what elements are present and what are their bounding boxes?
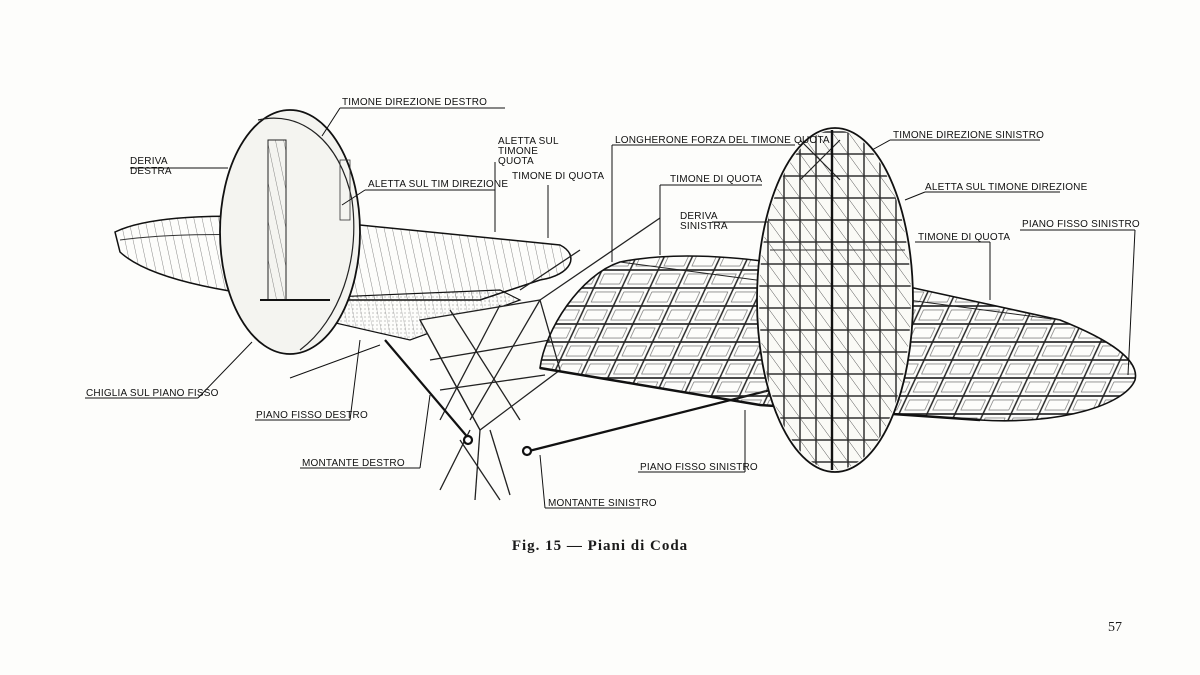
page-number: 57 xyxy=(1108,620,1122,635)
label-montante-sinistro: MONTANTE SINISTRO xyxy=(548,498,657,509)
label-aletta-timone-direzione: ALETTA SUL TIMONE DIREZIONE xyxy=(925,182,1088,193)
figure-caption: Fig. 15 — Piani di Coda xyxy=(0,538,1200,555)
label-piano-fisso-sinistro-1: PIANO FISSO SINISTRO xyxy=(1022,219,1140,230)
left-fin xyxy=(756,127,914,473)
label-aletta-timone-quota: ALETTA SUL TIMONE QUOTA xyxy=(498,136,559,167)
label-chiglia: CHIGLIA SUL PIANO FISSO xyxy=(86,388,219,399)
label-longherone: LONGHERONE FORZA DEL TIMONE QUOTA xyxy=(615,135,830,146)
label-timone-direzione-destro: TIMONE DIREZIONE DESTRO xyxy=(342,97,488,108)
label-timone-di-quota-2: TIMONE DI QUOTA xyxy=(670,174,763,185)
caption-dash: — xyxy=(562,538,588,554)
fuselage-truss xyxy=(418,217,661,501)
label-piano-fisso-destro: PIANO FISSO DESTRO xyxy=(256,410,368,421)
label-deriva-destra: DERIVA DESTRA xyxy=(130,156,172,177)
label-aletta-tim-direzione: ALETTA SUL TIM DIREZIONE xyxy=(368,179,509,190)
label-timone-direzione-sinistro: TIMONE DIREZIONE SINISTRO xyxy=(893,130,1045,141)
caption-fig-number: Fig. 15 xyxy=(511,538,563,554)
label-piano-fisso-sinistro-2: PIANO FISSO SINISTRO xyxy=(640,462,758,473)
leader-lines xyxy=(85,107,1136,509)
right-fin xyxy=(219,109,361,355)
label-deriva-sinistra: DERIVA SINISTRA xyxy=(680,211,728,232)
label-timone-di-quota-3: TIMONE DI QUOTA xyxy=(918,232,1011,243)
label-timone-di-quota-1: TIMONE DI QUOTA xyxy=(512,171,605,182)
caption-title: Piani di Coda xyxy=(587,538,689,554)
label-montante-destro: MONTANTE DESTRO xyxy=(302,458,405,469)
